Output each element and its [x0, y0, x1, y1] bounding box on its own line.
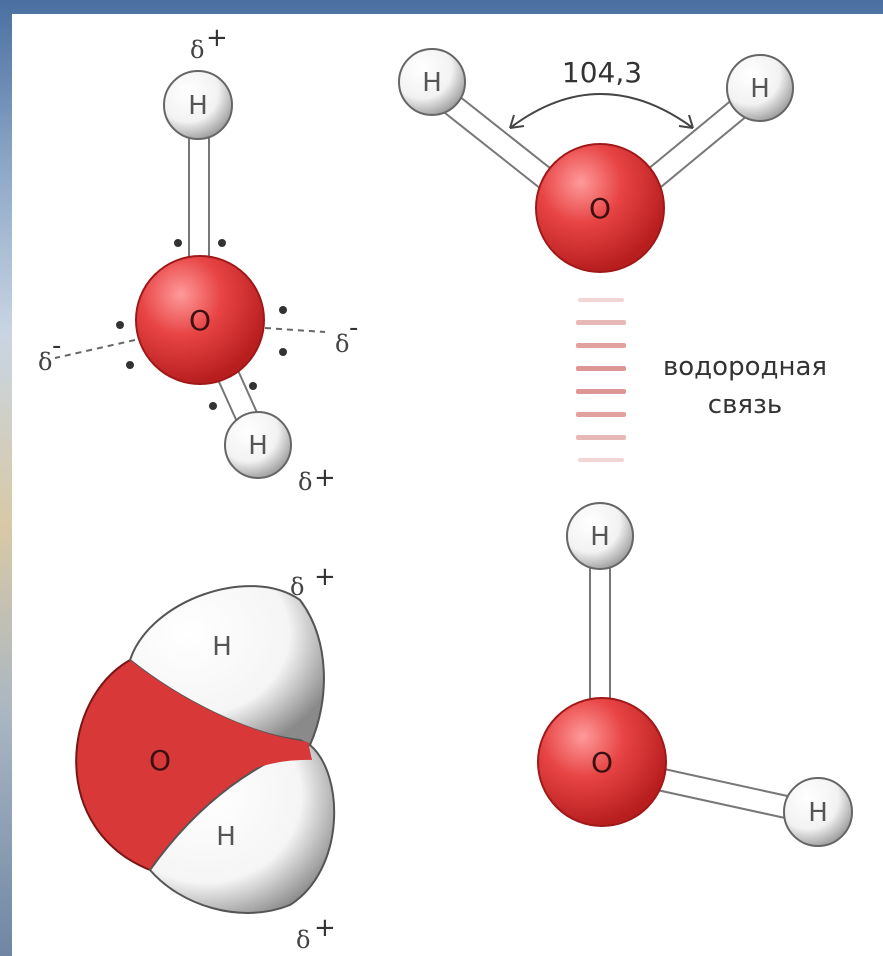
electron-dot	[279, 348, 287, 356]
lone-pair-line-left	[54, 339, 136, 359]
lone-pair-electrons	[116, 239, 287, 410]
hydrogen-region-lower	[148, 743, 336, 914]
hbond-dash	[576, 320, 626, 325]
oxygen-atom	[535, 143, 665, 273]
hydrogen-label: H	[216, 822, 236, 852]
electron-dot	[249, 382, 257, 390]
electron-dot	[209, 402, 217, 410]
hydrogen-atom-right	[783, 777, 853, 847]
electron-dot	[279, 306, 287, 314]
space-filling-model: H O H δ + δ +	[75, 562, 336, 954]
hydrogen-label: H	[188, 91, 208, 121]
hbond-dash	[576, 343, 626, 348]
electron-dot	[116, 321, 124, 329]
hydrogen-label: H	[808, 798, 828, 828]
tetrahedral-model: O H H δ + δ - δ - δ +	[38, 23, 358, 496]
delta-symbol: δ	[298, 468, 312, 496]
hydrogen-bond	[576, 298, 626, 462]
delta-symbol: δ	[290, 573, 304, 601]
hydrogen-label: H	[248, 431, 268, 461]
negative-charge: -	[349, 313, 358, 343]
hydrogen-label: H	[212, 632, 232, 662]
hbond-label-line1: водородная	[663, 352, 827, 382]
hbond-label-line2: связь	[708, 390, 782, 420]
hbond-dash	[576, 435, 626, 440]
bond-oh-diagonal	[630, 765, 810, 820]
positive-charge: +	[314, 463, 336, 493]
oxygen-label: O	[591, 746, 613, 779]
positive-charge: +	[314, 562, 336, 592]
electron-dot	[126, 361, 134, 369]
oxygen-label: O	[189, 304, 211, 337]
angle-arrow-left	[509, 114, 525, 129]
negative-charge: -	[52, 331, 61, 361]
hbond-dash	[576, 366, 626, 371]
bond-oh-vertical	[589, 559, 611, 711]
hydrogen-label: H	[590, 522, 610, 552]
hbond-dash	[578, 298, 624, 302]
hbond-dash	[576, 389, 626, 394]
angle-arc	[509, 93, 694, 129]
angle-arrow-right	[678, 114, 694, 129]
oxygen-atom	[537, 697, 667, 827]
hydrogen-atom-top	[566, 502, 634, 570]
hydrogen-atom-left	[398, 48, 466, 116]
electron-dot	[174, 239, 182, 247]
hydrogen-label: H	[750, 74, 770, 104]
hydrogen-atom-right	[726, 54, 794, 122]
bond-oh-top	[188, 129, 210, 271]
bottom-molecule: H O H	[537, 502, 853, 847]
delta-symbol: δ	[38, 348, 52, 376]
hydrogen-label: H	[422, 68, 442, 98]
hbond-dash	[576, 412, 626, 417]
delta-symbol: δ	[335, 330, 349, 358]
electron-dot	[218, 239, 226, 247]
delta-symbol: δ	[296, 926, 310, 954]
hydrogen-atom-bottom	[224, 411, 292, 479]
hydrogen-atom-top	[163, 70, 233, 140]
oxygen-atom	[135, 255, 265, 385]
bond-angle-value: 104,3	[562, 56, 642, 89]
oxygen-band	[130, 660, 312, 870]
positive-charge: +	[314, 913, 336, 943]
positive-charge: +	[206, 23, 228, 53]
delta-symbol: δ	[190, 36, 204, 64]
bond-oh-left	[430, 85, 570, 200]
hbond-dash	[578, 458, 624, 462]
oxygen-label: O	[589, 192, 611, 225]
oxygen-label: O	[149, 744, 171, 777]
bond-angle-model: 104,3 O H H	[398, 48, 794, 273]
